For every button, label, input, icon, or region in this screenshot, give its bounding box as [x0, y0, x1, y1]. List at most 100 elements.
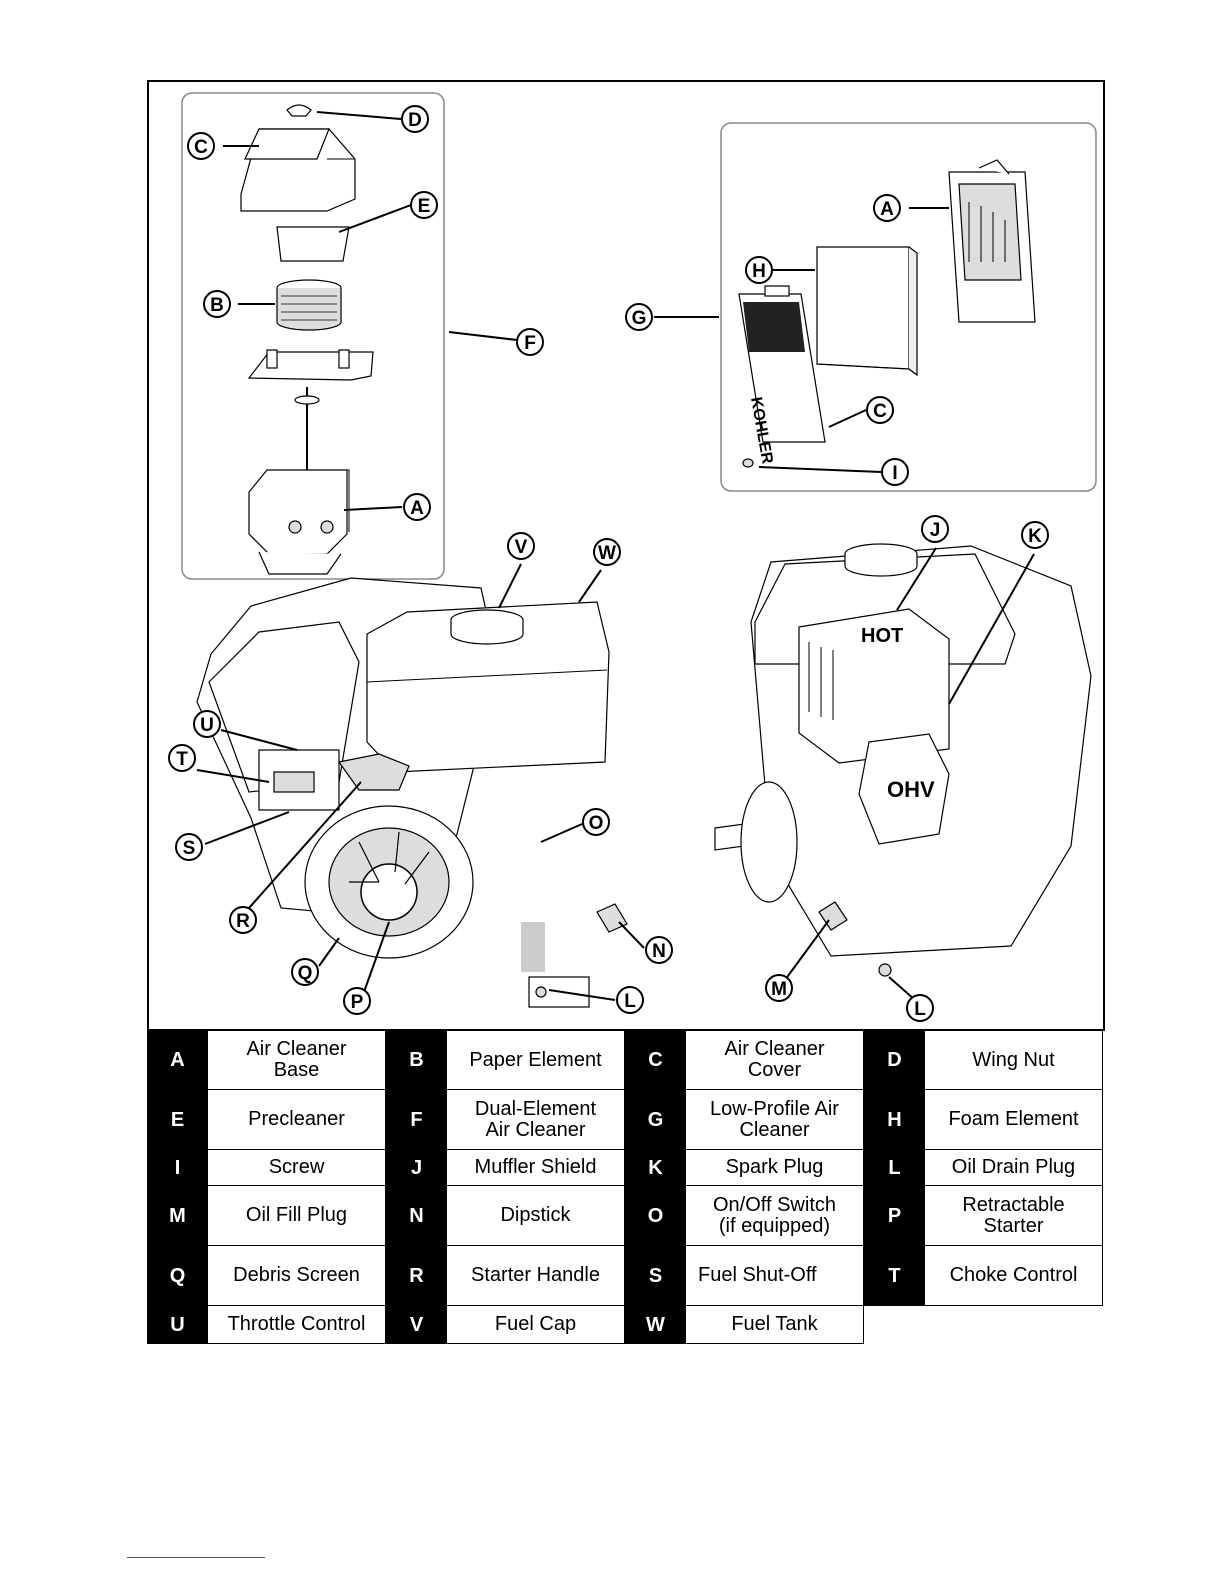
callout-k: K — [1021, 521, 1049, 549]
svg-text:O: O — [589, 813, 604, 834]
svg-text:I: I — [892, 463, 897, 484]
legend-letter-p: P — [864, 1186, 925, 1246]
callout-a-left: A — [403, 493, 431, 521]
callout-p: P — [343, 987, 371, 1015]
legend-desc-o: On/Off Switch (if equipped) — [686, 1186, 864, 1246]
legend-letter-s: S — [625, 1246, 686, 1306]
callout-h: H — [745, 256, 773, 284]
legend-letter-a: A — [147, 1031, 208, 1090]
legend-desc-a: Air Cleaner Base — [208, 1031, 386, 1090]
svg-text:V: V — [515, 537, 528, 558]
foam-element-part — [816, 246, 918, 377]
callout-i: I — [881, 458, 909, 486]
legend-letter-n: N — [386, 1186, 447, 1246]
legend-letter-q: Q — [147, 1246, 208, 1306]
svg-text:R: R — [236, 911, 250, 932]
ohv-label: OHV — [887, 777, 935, 802]
legend-desc-r: Starter Handle — [447, 1246, 625, 1306]
legend-desc-l: Oil Drain Plug — [925, 1150, 1103, 1186]
callout-c-top: C — [187, 132, 215, 160]
legend-desc-m: Oil Fill Plug — [208, 1186, 386, 1246]
callout-e: E — [410, 191, 438, 219]
precleaner-part — [276, 226, 350, 262]
dual-element-panel — [181, 92, 445, 580]
engine-parts-figure: KOHLER HOT — [147, 80, 1105, 1031]
callout-d: D — [401, 105, 429, 133]
legend-desc-n: Dipstick — [447, 1186, 625, 1246]
callout-g: G — [625, 303, 653, 331]
callout-m: M — [765, 974, 793, 1002]
svg-text:A: A — [410, 498, 424, 519]
legend-desc-j: Muffler Shield — [447, 1150, 625, 1186]
svg-text:H: H — [752, 261, 766, 282]
svg-text:J: J — [930, 520, 941, 541]
callout-v: V — [507, 532, 535, 560]
callout-u: U — [193, 710, 221, 738]
svg-text:P: P — [351, 992, 364, 1013]
legend-desc-p: Retractable Starter — [925, 1186, 1103, 1246]
low-profile-cover-part: KOHLER — [738, 285, 826, 468]
callout-n: N — [645, 936, 673, 964]
callout-s: S — [175, 833, 203, 861]
callout-l-right: L — [906, 994, 934, 1022]
svg-text:K: K — [1028, 526, 1042, 547]
hot-label: HOT — [861, 625, 903, 647]
legend-desc-g: Low-Profile Air Cleaner — [686, 1090, 864, 1150]
paper-element-part — [276, 279, 342, 331]
legend-desc-c: Air Cleaner Cover — [686, 1031, 864, 1090]
callout-l-left: L — [616, 986, 644, 1014]
svg-text:E: E — [418, 196, 431, 217]
legend-desc-d: Wing Nut — [925, 1031, 1103, 1090]
left-engine — [196, 577, 628, 1008]
callout-o: O — [582, 808, 610, 836]
svg-text:B: B — [210, 295, 224, 316]
svg-text:G: G — [632, 308, 647, 329]
svg-text:T: T — [176, 749, 188, 770]
engine-diagram: KOHLER HOT — [168, 92, 1097, 1022]
footer-rule — [127, 1557, 265, 1558]
legend-letter-b: B — [386, 1031, 447, 1090]
callout-q: Q — [291, 958, 319, 986]
svg-text:L: L — [914, 999, 926, 1020]
callout-b: B — [203, 290, 231, 318]
svg-text:C: C — [194, 137, 208, 158]
svg-text:F: F — [524, 333, 536, 354]
callout-f: F — [516, 328, 544, 356]
callout-a-right: A — [873, 194, 901, 222]
legend-desc-b: Paper Element — [447, 1031, 625, 1090]
air-cleaner-cover-part — [240, 128, 356, 212]
legend-letter-m: M — [147, 1186, 208, 1246]
callout-j: J — [921, 515, 949, 543]
svg-text:D: D — [408, 110, 422, 131]
svg-text:M: M — [771, 979, 787, 1000]
legend-desc-f: Dual-Element Air Cleaner — [447, 1090, 625, 1150]
legend-letter-l: L — [864, 1150, 925, 1186]
wing-nut-part — [286, 104, 312, 117]
svg-text:A: A — [880, 199, 894, 220]
callout-t: T — [168, 744, 196, 772]
legend-desc-k: Spark Plug — [686, 1150, 864, 1186]
svg-text:S: S — [183, 838, 196, 859]
legend-letter-d: D — [864, 1031, 925, 1090]
legend-letter-j: J — [386, 1150, 447, 1186]
legend-desc-u: Throttle Control — [208, 1306, 386, 1344]
svg-text:U: U — [200, 715, 214, 736]
callout-w: W — [593, 538, 621, 566]
legend-letter-e: E — [147, 1090, 208, 1150]
filter-base-plate-part — [247, 349, 374, 472]
callout-r: R — [229, 906, 257, 934]
legend-desc-v: Fuel Cap — [447, 1306, 625, 1344]
svg-text:Q: Q — [298, 963, 313, 984]
legend-letter-u: U — [147, 1306, 208, 1344]
legend-letter-v: V — [386, 1306, 447, 1344]
legend-desc-i: Screw — [208, 1150, 386, 1186]
legend-desc-e: Precleaner — [208, 1090, 386, 1150]
low-profile-base-part — [948, 159, 1036, 323]
legend-letter-i: I — [147, 1150, 208, 1186]
leader-lines — [196, 111, 1035, 1001]
legend-desc-t: Choke Control — [925, 1246, 1103, 1306]
legend-desc-h: Foam Element — [925, 1090, 1103, 1150]
callout-c-right: C — [866, 396, 894, 424]
legend-letter-r: R — [386, 1246, 447, 1306]
